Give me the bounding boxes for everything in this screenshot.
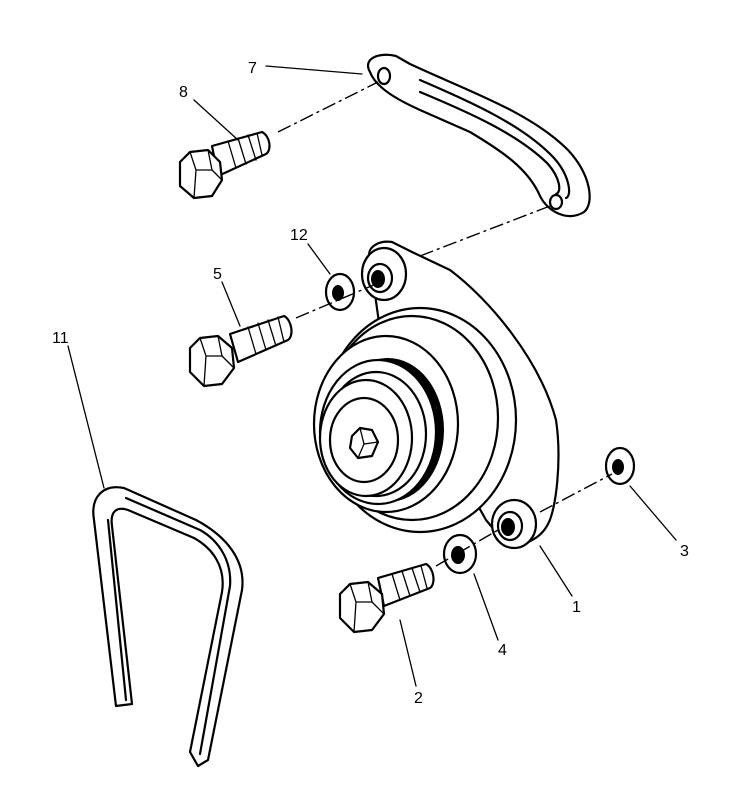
adjusting-bracket xyxy=(367,53,591,218)
callout-1: 1 xyxy=(572,599,581,616)
washer-3 xyxy=(604,446,636,486)
callout-labels: 7 8 12 5 11 3 1 4 2 xyxy=(52,60,689,707)
callout-11: 11 xyxy=(52,330,69,347)
alignment-lines xyxy=(277,81,613,567)
callout-2: 2 xyxy=(414,690,423,707)
callout-5: 5 xyxy=(213,266,222,283)
callout-8: 8 xyxy=(179,84,188,101)
lower-bolt xyxy=(338,562,435,634)
callout-7: 7 xyxy=(248,60,257,77)
leader-lines xyxy=(67,65,677,687)
callout-4: 4 xyxy=(498,642,507,659)
callout-3: 3 xyxy=(680,543,689,560)
washer-4 xyxy=(442,533,478,575)
u-clip xyxy=(92,486,244,768)
middle-bolt xyxy=(188,314,293,388)
washer-12 xyxy=(324,272,356,312)
tensioner-assembly xyxy=(312,240,560,550)
upper-bolt xyxy=(178,130,271,200)
callout-12: 12 xyxy=(290,227,308,244)
